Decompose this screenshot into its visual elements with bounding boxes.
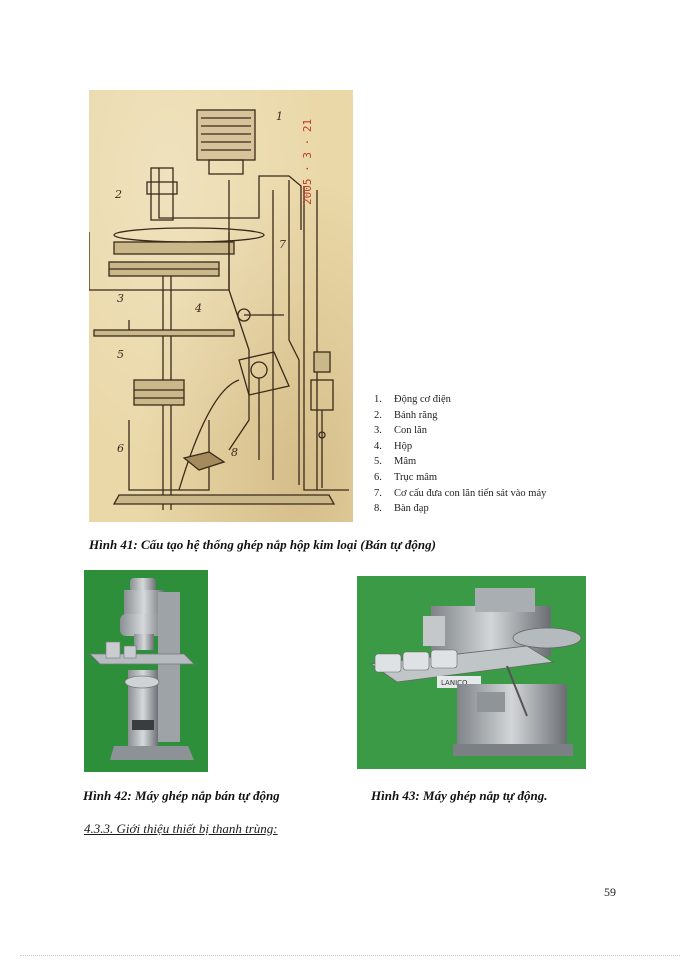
callout-2: 2 [114,188,122,201]
automatic-seamer-photo: LANICO [357,576,586,769]
date-stamp: 2005 · 3 · 21 [301,119,314,205]
legend-item: 5.Mâm [374,456,417,468]
machine-badge: LANICO [441,679,468,687]
legend-item: 6.Trục mâm [374,471,438,483]
figure-42-caption: Hình 42: Máy ghép nắp bán tự động [83,788,280,803]
figure-41-legend: 1.Động cơ điện 2.Bánh răng 3.Con lăn 4.H… [374,392,674,517]
callout-7: 7 [279,238,286,251]
machine-cross-section-drawing: 1 2 3 4 5 6 7 8 2005 · 3 · 21 [89,109,349,510]
page-number: 59 [604,885,616,899]
legend-item: 2.Bánh răng [374,409,438,421]
legend-item: 1.Động cơ điện [374,394,451,405]
callout-1: 1 [276,110,283,123]
technical-drawing-image: 1 2 3 4 5 6 7 8 2005 · 3 · 21 [89,90,353,522]
callout-3: 3 [117,292,124,305]
callout-8: 8 [231,446,238,459]
legend-item: 4.Hộp [374,440,413,452]
page-bottom-divider [20,955,680,956]
figure-43-caption: Hình 43: Máy ghép nắp tự động. [371,788,548,803]
figure-41-caption: Hình 41: Cấu tạo hệ thống ghép nắp hộp k… [89,537,436,552]
callout-4: 4 [194,302,202,315]
legend-item: 7.Cơ cấu đưa con lăn tiến sát vào máy [374,487,547,499]
callout-6: 6 [117,442,124,455]
legend-item: 3.Con lăn [374,425,427,437]
automatic-seamer-illustration: LANICO [357,576,586,769]
semi-automatic-seamer-photo [84,570,208,772]
seamer-machine-illustration [84,570,208,772]
section-heading: 4.3.3. Giới thiệu thiết bị thanh trùng: [84,821,278,836]
legend-item: 8.Bàn đạp [374,503,429,515]
callout-5: 5 [117,348,124,361]
